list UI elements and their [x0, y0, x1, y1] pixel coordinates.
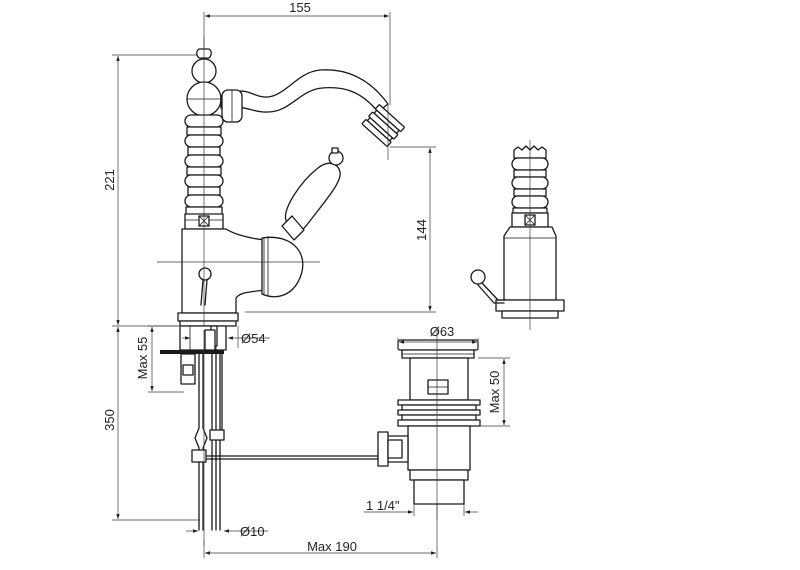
dimension-deck-thickness: Max 55: [135, 325, 184, 393]
dimension-waste-thread: 1 1/4": [364, 498, 478, 516]
dimension-waste-diameter: Ø63: [397, 324, 479, 350]
mixer-side-view: [470, 140, 565, 330]
under-sink-assembly: [160, 325, 383, 545]
dimension-spout-144: 144: [245, 146, 436, 313]
dimension-width-155: 155: [203, 0, 391, 105]
dimension-max-reach: Max 190: [203, 500, 438, 558]
dimension-flex-label: 350: [102, 409, 117, 431]
dimension-base-diameter-label: Ø54: [241, 331, 266, 346]
dimension-waste-diameter-label: Ø63: [430, 324, 455, 339]
dimension-hose-diameter: Ø10: [186, 524, 268, 539]
dimension-width-label: 155: [289, 0, 311, 15]
dimension-waste-height: Max 50: [478, 357, 510, 427]
dimension-spout-label: 144: [414, 219, 429, 241]
dimension-reach-label: Max 190: [307, 539, 357, 554]
dimension-height-label: 221: [102, 169, 117, 191]
popup-waste: [377, 330, 481, 520]
dimension-waste-height-label: Max 50: [487, 371, 502, 414]
dimension-deck-label: Max 55: [135, 337, 150, 380]
dimension-hose-label: Ø10: [240, 524, 265, 539]
mixer-front-view: [157, 36, 405, 330]
dimension-waste-thread-label: 1 1/4": [366, 498, 400, 513]
dimension-flex-length: 350: [102, 327, 200, 521]
dimension-height-221: 221: [102, 54, 198, 327]
dimension-base-diameter: Ø54: [182, 326, 270, 348]
